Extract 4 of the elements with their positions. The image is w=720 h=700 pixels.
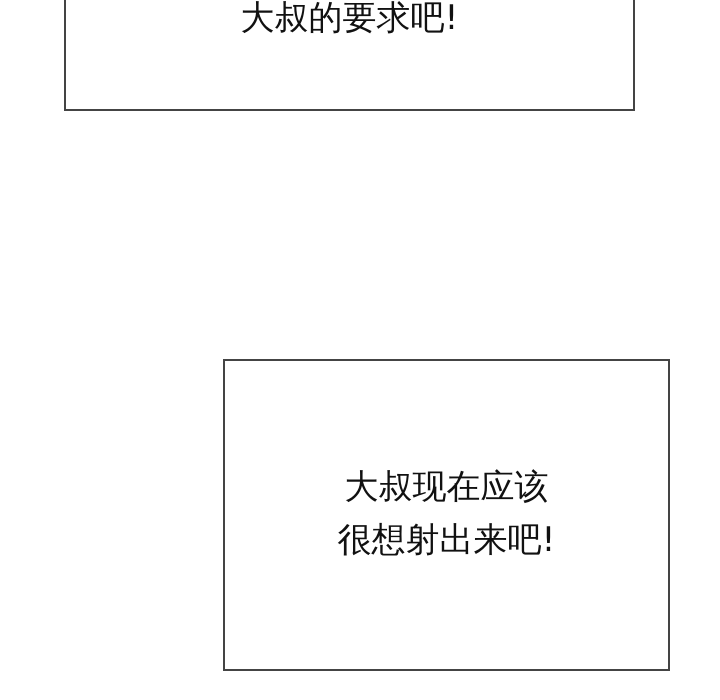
dialogue-text: 大叔的要求吧! — [240, 0, 460, 40]
speech-panel — [64, 0, 635, 111]
speech-panel — [223, 359, 670, 671]
dialogue-text: 大叔现在应该很想射出来吧! — [336, 466, 556, 562]
